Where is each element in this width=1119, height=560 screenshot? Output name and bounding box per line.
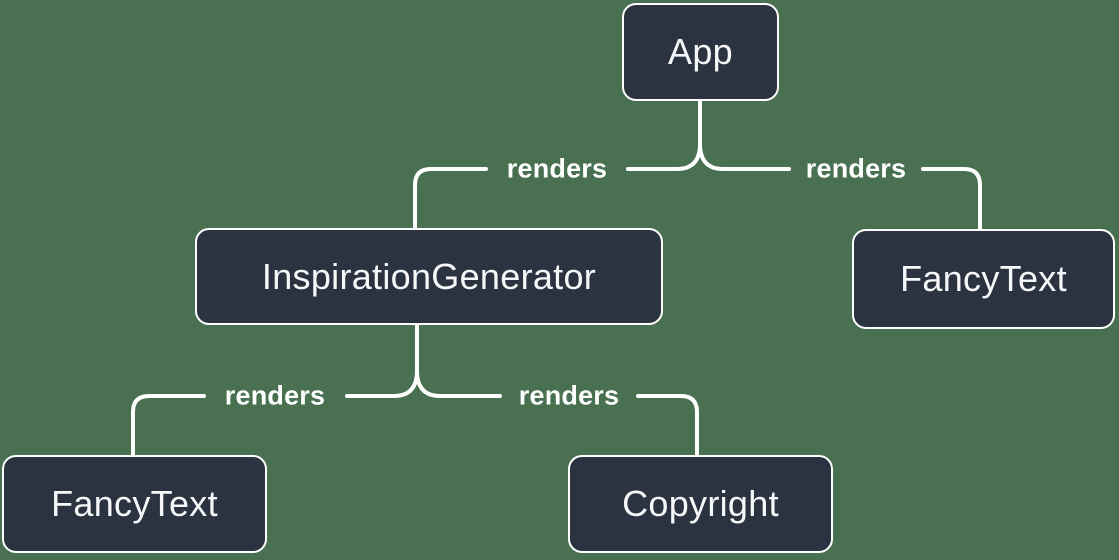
edge-to-inspiration xyxy=(413,167,488,230)
node-inspiration-generator: InspirationGenerator xyxy=(195,228,663,325)
node-fancy-text-bottom-label: FancyText xyxy=(51,483,218,524)
node-fancy-text-bottom: FancyText xyxy=(2,455,267,553)
edge-label-inspiration-fancytext: renders xyxy=(224,380,326,411)
node-app: App xyxy=(622,3,779,101)
node-copyright: Copyright xyxy=(568,455,833,553)
edge-inspiration-right-stem xyxy=(415,323,502,398)
edge-to-fancytext-bottom xyxy=(131,394,206,457)
edge-app-left-stem xyxy=(626,99,702,171)
edge-to-copyright xyxy=(636,394,699,457)
edge-label-inspiration-copyright: renders xyxy=(518,380,620,411)
node-copyright-label: Copyright xyxy=(622,483,779,524)
edge-label-app-inspiration: renders xyxy=(506,153,608,184)
node-fancy-text-top-label: FancyText xyxy=(900,258,1067,299)
edge-label-app-fancytext: renders xyxy=(805,153,907,184)
node-fancy-text-top: FancyText xyxy=(852,229,1115,329)
edge-inspiration-left-stem xyxy=(345,323,419,398)
edge-app-right-stem xyxy=(698,99,791,171)
node-app-label: App xyxy=(668,31,733,72)
node-inspiration-generator-label: InspirationGenerator xyxy=(261,255,597,297)
edge-to-fancytext-top xyxy=(921,167,982,231)
